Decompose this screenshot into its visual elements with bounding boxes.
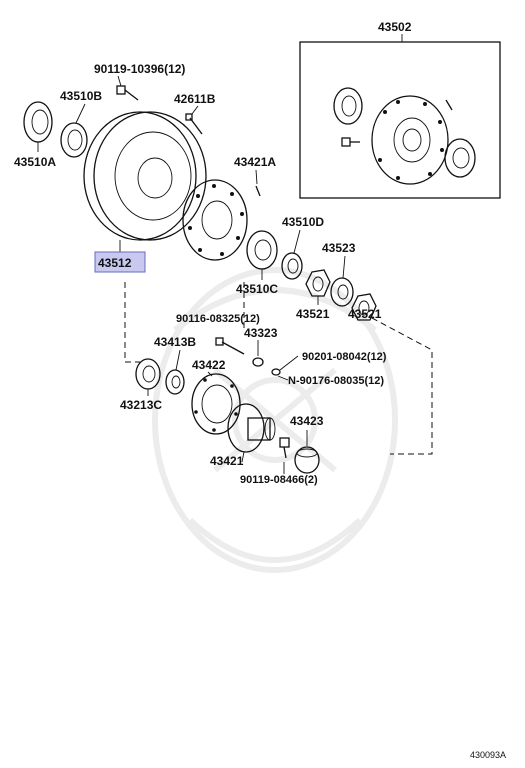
- cap-43423: [294, 430, 320, 474]
- label-43510C[interactable]: 43510C: [236, 282, 278, 296]
- label-43413B[interactable]: 43413B: [154, 335, 196, 349]
- bearing-43510B: [60, 103, 88, 158]
- assembly-lines: [124, 282, 433, 455]
- diagram-code: 430093A: [470, 750, 506, 760]
- assembly-box: [299, 41, 501, 199]
- spacer-43413B: [165, 349, 185, 395]
- rotor-43512: [83, 111, 207, 252]
- label-43421[interactable]: 43421: [210, 454, 244, 468]
- label-43510A[interactable]: 43510A: [14, 155, 56, 169]
- hub-flange: [182, 179, 248, 261]
- highlight-43512: [94, 251, 146, 273]
- nut-43521-right: [351, 293, 377, 321]
- washer-43323: [252, 340, 264, 367]
- label-90176-08035[interactable]: N-90176-08035(12): [288, 375, 384, 387]
- flange-43421: [227, 403, 276, 463]
- label-43521-left[interactable]: 43521: [296, 307, 330, 321]
- gasket-43422: [191, 371, 241, 435]
- bolt-90119-10396: [116, 75, 139, 101]
- label-90116-08325[interactable]: 90116-08325(12): [176, 313, 260, 325]
- bolt-90119-08466: [279, 437, 290, 474]
- label-43510B[interactable]: 43510B: [60, 89, 102, 103]
- assembly-43502: [299, 34, 501, 199]
- label-90119-08466[interactable]: 90119-08466(2): [240, 474, 318, 486]
- label-43512[interactable]: 43512: [98, 256, 132, 270]
- label-43523[interactable]: 43523: [322, 241, 356, 255]
- label-43510D[interactable]: 43510D: [282, 215, 324, 229]
- label-90119-10396[interactable]: 90119-10396(12): [94, 62, 185, 76]
- lockwasher-43523: [330, 255, 354, 307]
- label-43423[interactable]: 43423: [290, 414, 324, 428]
- label-43323[interactable]: 43323: [244, 326, 278, 340]
- pin-43421A: [255, 169, 261, 197]
- bolt-90116-08325: [215, 337, 245, 355]
- bearing-43510D: [281, 229, 303, 280]
- seal-43510A: [23, 101, 53, 152]
- label-43421A[interactable]: 43421A: [234, 155, 276, 169]
- label-43422[interactable]: 43422: [192, 358, 226, 372]
- bearing-43510C: [246, 230, 278, 280]
- label-90201-08042[interactable]: 90201-08042(12): [302, 351, 387, 363]
- small-parts-90201-90176: [271, 355, 299, 381]
- label-43213C[interactable]: 43213C: [120, 398, 162, 412]
- stud-42611B: [185, 105, 203, 135]
- nut-43521-left: [305, 269, 331, 305]
- label-43521-right[interactable]: 43521: [348, 307, 382, 321]
- label-43502[interactable]: 43502: [378, 20, 412, 34]
- label-42611B[interactable]: 42611B: [174, 92, 216, 106]
- watermark-emblem: [152, 267, 398, 573]
- seal-43213C: [135, 358, 161, 396]
